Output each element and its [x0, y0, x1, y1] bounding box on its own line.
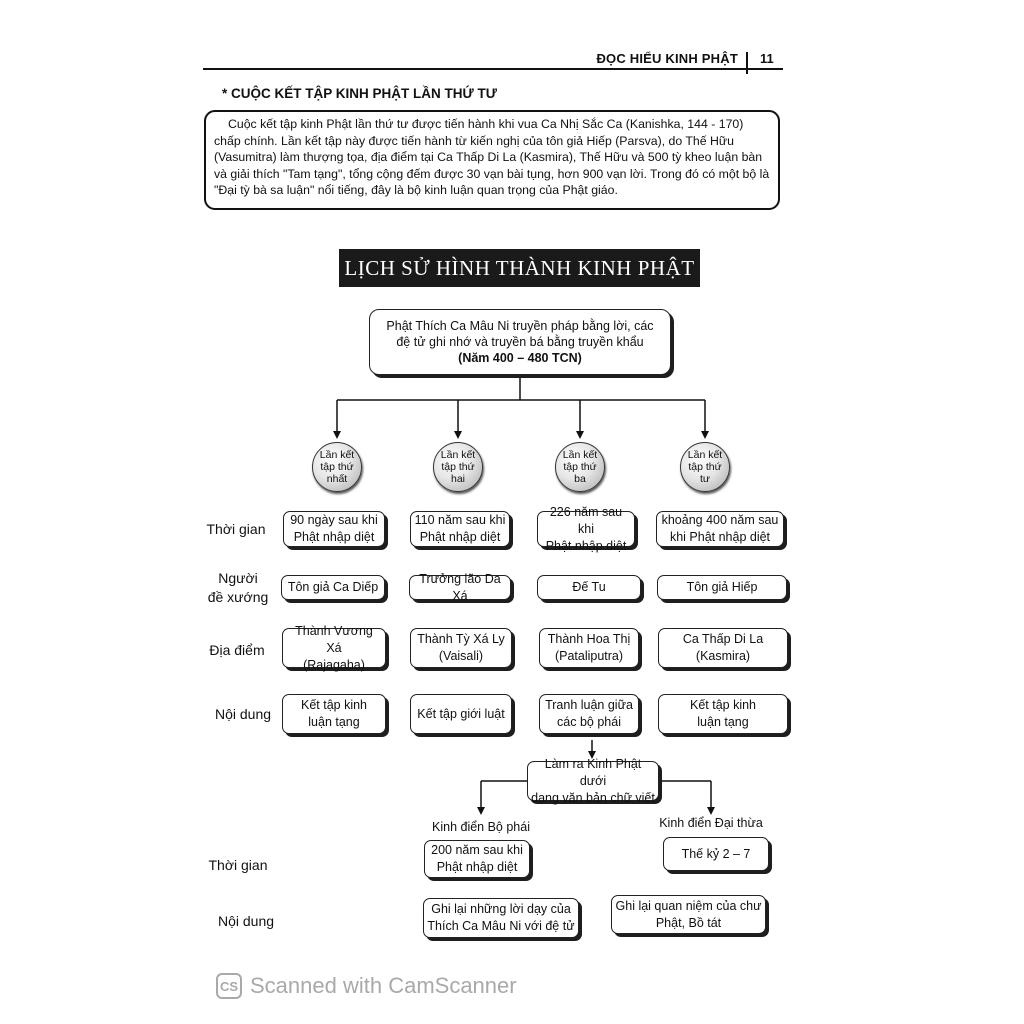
- content-box-2: Kết tập giới luật: [410, 694, 512, 734]
- section-heading: * CUỘC KẾT TẬP KINH PHẬT LẦN THỨ TƯ: [222, 86, 497, 101]
- proposer-box-2: Trưởng lão Da Xá: [409, 572, 511, 603]
- root-line-2: đệ tử ghi nhớ và truyền bá bằng truyền k…: [396, 335, 644, 349]
- row-label-place: Địa điểm: [209, 642, 265, 658]
- place-box-2: Thành Tỳ Xá Ly(Vaisali): [410, 628, 512, 668]
- intro-paragraph-box: Cuộc kết tập kinh Phật lần thứ tư được t…: [204, 110, 780, 210]
- branch-name-daithua: Kinh điển Đại thừa: [659, 816, 763, 830]
- proposer-box-4: Tôn giả Hiếp: [657, 575, 787, 600]
- proposer-box-1: Tôn giả Ca Diếp: [281, 575, 385, 600]
- header-separator: [746, 52, 748, 74]
- place-box-1: Thành Vương Xá(Rajagaha): [282, 624, 386, 672]
- camscanner-watermark: CS Scanned with CamScanner: [216, 973, 517, 999]
- root-box: Phật Thích Ca Mâu Ni truyền pháp bằng lờ…: [369, 309, 671, 375]
- place-box-3: Thành Hoa Thị(Pataliputra): [539, 628, 639, 668]
- row-label-time: Thời gian: [206, 521, 266, 537]
- page-number: 11: [760, 51, 774, 66]
- header-rule: [203, 68, 783, 70]
- root-period: (Năm 400 – 480 TCN): [458, 351, 582, 365]
- root-line-1: Phật Thích Ca Mâu Ni truyền pháp bằng lờ…: [386, 319, 654, 333]
- diagram-title-banner: LỊCH SỬ HÌNH THÀNH KINH PHẬT: [339, 249, 700, 287]
- row-label-content-2: Nội dung: [217, 913, 275, 929]
- running-header-title: ĐỌC HIỂU KINH PHẬT: [596, 51, 738, 66]
- branch-time-box-2: Thế kỷ 2 – 7: [663, 837, 769, 871]
- row-label-time-2: Thời gian: [208, 857, 268, 873]
- branch-name-bophai: Kinh điển Bộ phái: [432, 820, 530, 834]
- place-box-4: Ca Thấp Di La(Kasmira): [658, 628, 788, 668]
- camscanner-text: Scanned with CamScanner: [250, 973, 517, 998]
- row-label-content: Nội dung: [214, 706, 272, 722]
- proposer-box-3: Đế Tu: [537, 575, 641, 600]
- camscanner-logo-icon: CS: [216, 973, 242, 999]
